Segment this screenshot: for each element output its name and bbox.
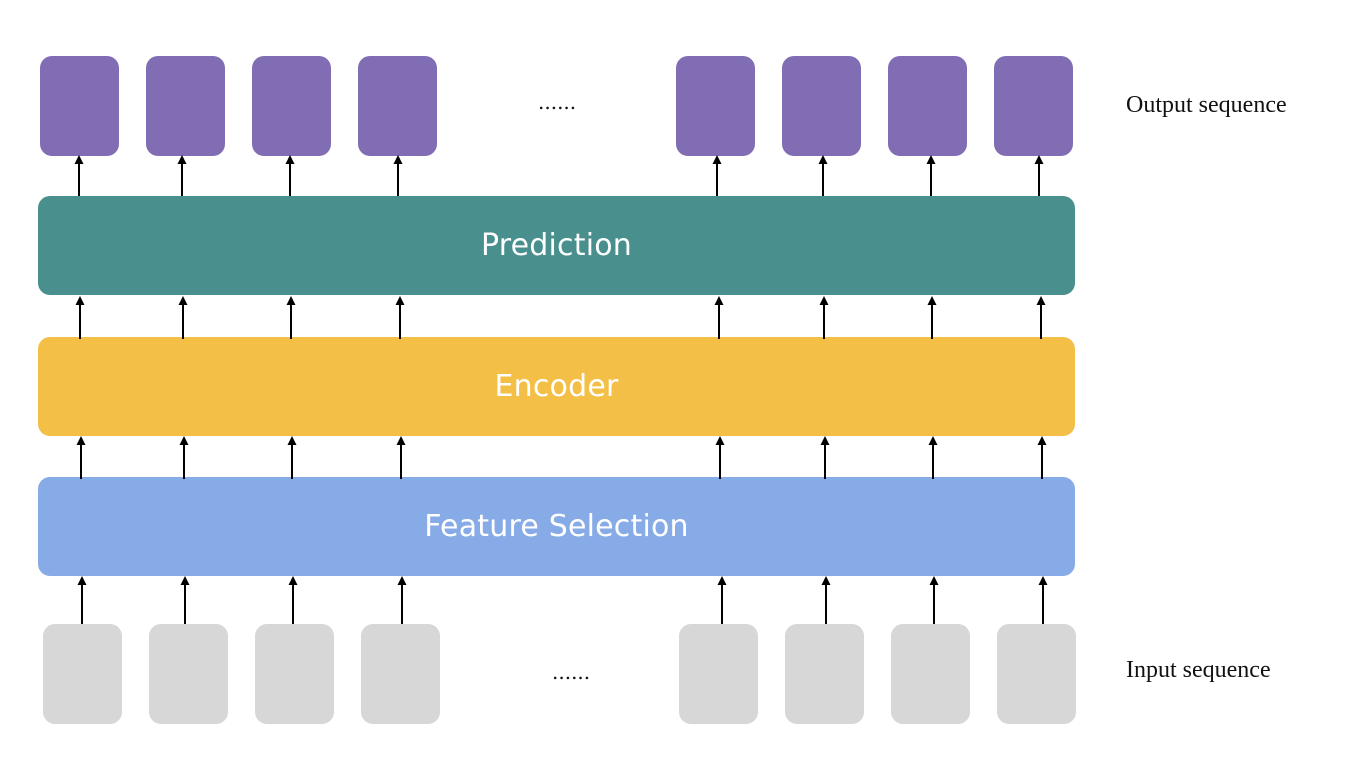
- input-token: [255, 624, 334, 724]
- encoder-layer: Encoder: [38, 337, 1075, 436]
- arrow-encoder-to-prediction-head: [75, 296, 85, 305]
- output-token: [888, 56, 967, 156]
- output-ellipsis: ......: [538, 90, 577, 114]
- arrow-feature-to-encoder-head: [928, 436, 938, 445]
- feature-selection-label: Feature Selection: [424, 509, 689, 544]
- output-token: [252, 56, 331, 156]
- input-token: [149, 624, 228, 724]
- arrow-input-to-feature-head: [1038, 576, 1048, 585]
- arrow-feature-to-encoder-head: [1037, 436, 1047, 445]
- arrow-feature-to-encoder-head: [287, 436, 297, 445]
- arrow-input-to-feature-head: [397, 576, 407, 585]
- input-sequence-label: Input sequence: [1126, 657, 1271, 683]
- input-token: [785, 624, 864, 724]
- input-token: [679, 624, 758, 724]
- output-token: [994, 56, 1073, 156]
- output-sequence-label: Output sequence: [1126, 92, 1287, 118]
- encoder-label: Encoder: [494, 369, 619, 404]
- arrow-feature-to-encoder-head: [396, 436, 406, 445]
- arrow-input-to-feature-head: [717, 576, 727, 585]
- output-token: [146, 56, 225, 156]
- output-token: [40, 56, 119, 156]
- arrow-group: [74, 155, 1048, 624]
- arrow-prediction-to-output-head: [74, 155, 84, 164]
- output-token: [676, 56, 755, 156]
- arrow-encoder-to-prediction-head: [714, 296, 724, 305]
- arrow-encoder-to-prediction-head: [819, 296, 829, 305]
- input-token: [997, 624, 1076, 724]
- arrow-input-to-feature-head: [929, 576, 939, 585]
- arrow-encoder-to-prediction-head: [286, 296, 296, 305]
- arrow-encoder-to-prediction-head: [1036, 296, 1046, 305]
- arrow-input-to-feature-head: [288, 576, 298, 585]
- input-token: [43, 624, 122, 724]
- arrow-prediction-to-output-head: [926, 155, 936, 164]
- input-token: [891, 624, 970, 724]
- arrow-input-to-feature-head: [77, 576, 87, 585]
- arrow-feature-to-encoder-head: [715, 436, 725, 445]
- arrow-encoder-to-prediction-head: [927, 296, 937, 305]
- arrow-feature-to-encoder-head: [179, 436, 189, 445]
- arrow-encoder-to-prediction-head: [395, 296, 405, 305]
- output-token: [358, 56, 437, 156]
- input-ellipsis: ......: [552, 660, 591, 684]
- arrow-prediction-to-output-head: [1034, 155, 1044, 164]
- arrow-prediction-to-output-head: [285, 155, 295, 164]
- arrow-prediction-to-output-head: [177, 155, 187, 164]
- feature-selection-layer: Feature Selection: [38, 477, 1075, 576]
- arrow-encoder-to-prediction-head: [178, 296, 188, 305]
- arrow-feature-to-encoder-head: [76, 436, 86, 445]
- arrow-input-to-feature-head: [180, 576, 190, 585]
- prediction-layer: Prediction: [38, 196, 1075, 295]
- input-token: [361, 624, 440, 724]
- arrow-feature-to-encoder-head: [820, 436, 830, 445]
- arrow-prediction-to-output-head: [818, 155, 828, 164]
- arrow-prediction-to-output-head: [393, 155, 403, 164]
- output-token: [782, 56, 861, 156]
- prediction-label: Prediction: [480, 228, 633, 263]
- arrow-input-to-feature-head: [821, 576, 831, 585]
- arrow-prediction-to-output-head: [712, 155, 722, 164]
